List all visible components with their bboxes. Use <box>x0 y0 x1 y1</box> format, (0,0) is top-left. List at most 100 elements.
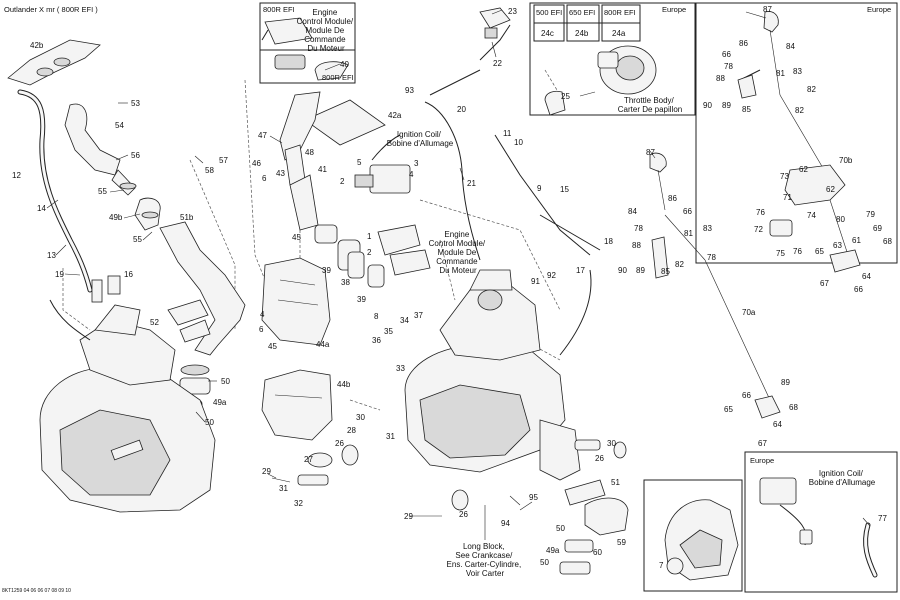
callout: 68 <box>883 237 892 246</box>
throttle-body-note: Throttle Body/ Carter De papillon <box>618 96 682 114</box>
europe-label-coil: Europe <box>750 456 774 465</box>
bracket-16 <box>91 275 121 303</box>
callout: 27 <box>304 455 313 464</box>
callout: 26 <box>459 510 468 519</box>
europe-label-shifter: Europe <box>867 5 891 14</box>
callout: 83 <box>793 67 802 76</box>
europe-coil-frame <box>744 451 898 593</box>
callout: 8 <box>374 312 379 321</box>
callout: 72 <box>754 225 763 234</box>
ecm-center <box>377 224 431 276</box>
callout: 52 <box>150 318 159 327</box>
callout: 90 <box>703 101 712 110</box>
callout: 62 <box>826 185 835 194</box>
callout: 3 <box>414 159 419 168</box>
callout: 67 <box>758 439 767 448</box>
callout: 61 <box>852 236 861 245</box>
callout: 48 <box>305 148 314 157</box>
callout: 82 <box>795 106 804 115</box>
engine-thumbnail <box>664 499 739 581</box>
callout: 15 <box>560 185 569 194</box>
callout: 76 <box>756 208 765 217</box>
callout: 18 <box>604 237 613 246</box>
callout: 4 <box>409 170 414 179</box>
callout: 93 <box>405 86 414 95</box>
callout: 55 <box>98 187 107 196</box>
inset-800r-label: 800R EFI <box>263 5 295 14</box>
variant-650-label: 650 EFI <box>569 8 595 17</box>
cover-44a <box>261 257 331 346</box>
callout: 63 <box>833 241 842 250</box>
callout: 89 <box>781 378 790 387</box>
callout: 66 <box>854 285 863 294</box>
callout: 94 <box>501 519 510 528</box>
callout: 59 <box>617 538 626 547</box>
callout: 49a <box>213 398 227 407</box>
callout: 32 <box>294 499 303 508</box>
ignition-coil-europe <box>759 477 878 578</box>
throttle-body-inset-frame <box>529 2 696 116</box>
callout: 78 <box>707 253 716 262</box>
callout: 42b <box>30 41 44 50</box>
callout: 88 <box>716 74 725 83</box>
europe-shifter-frame <box>695 2 898 264</box>
callout: 70b <box>839 156 853 165</box>
callout: 69 <box>873 224 882 233</box>
variant-800-label: 800R EFI <box>604 8 636 17</box>
callout: 77 <box>878 514 887 523</box>
callout: 56 <box>131 151 140 160</box>
callout: 86 <box>668 194 677 203</box>
cover-44b <box>261 369 333 441</box>
callout: 45 <box>268 342 277 351</box>
callout: 84 <box>786 42 795 51</box>
inset-800r-label-bottom: 800R EFI <box>322 73 354 82</box>
callout: 45 <box>292 233 301 242</box>
code-24c: 24c <box>541 29 554 38</box>
callout: 30 <box>607 439 616 448</box>
callout: 49a <box>546 546 560 555</box>
intake-cover-42b <box>7 39 101 86</box>
callout: 44a <box>316 340 330 349</box>
variant-500-label: 500 EFI <box>536 8 562 17</box>
callout: 37 <box>414 311 423 320</box>
leader-lines <box>46 9 871 527</box>
callout: 78 <box>724 62 733 71</box>
callout: 83 <box>703 224 712 233</box>
code-24a: 24a <box>612 29 626 38</box>
callout: 43 <box>276 169 285 178</box>
air-guide-42a <box>279 91 386 231</box>
callout: 39 <box>322 266 331 275</box>
callout: 81 <box>776 69 785 78</box>
ecm-note-top: Engine Control Module/ Module De Command… <box>297 8 356 53</box>
callout: 78 <box>634 224 643 233</box>
callout: 29 <box>262 467 271 476</box>
callout: 34 <box>400 316 409 325</box>
callout: 50 <box>540 558 549 567</box>
callout: 66 <box>742 391 751 400</box>
callout: 87 <box>763 5 772 14</box>
callout: 60 <box>593 548 602 557</box>
callout: 79 <box>866 210 875 219</box>
callout: 57 <box>219 156 228 165</box>
engine-left <box>39 299 216 513</box>
intake-tube-51b <box>159 221 246 356</box>
callout: 84 <box>628 207 637 216</box>
callout: 41 <box>318 165 327 174</box>
callout: 40 <box>340 60 349 69</box>
callout: 29 <box>404 512 413 521</box>
callout: 14 <box>37 204 46 213</box>
callout: 20 <box>457 105 466 114</box>
callout: 19 <box>55 270 64 279</box>
callout: 80 <box>836 215 845 224</box>
callout: 89 <box>722 101 731 110</box>
callout: 22 <box>493 59 502 68</box>
inset-800r-frame <box>259 2 356 84</box>
callout: 53 <box>131 99 140 108</box>
callout: 7 <box>659 561 664 570</box>
callout: 85 <box>661 267 670 276</box>
callout: 66 <box>722 50 731 59</box>
callout: 39 <box>357 295 366 304</box>
callout: 6 <box>259 325 264 334</box>
callout: 67 <box>820 279 829 288</box>
